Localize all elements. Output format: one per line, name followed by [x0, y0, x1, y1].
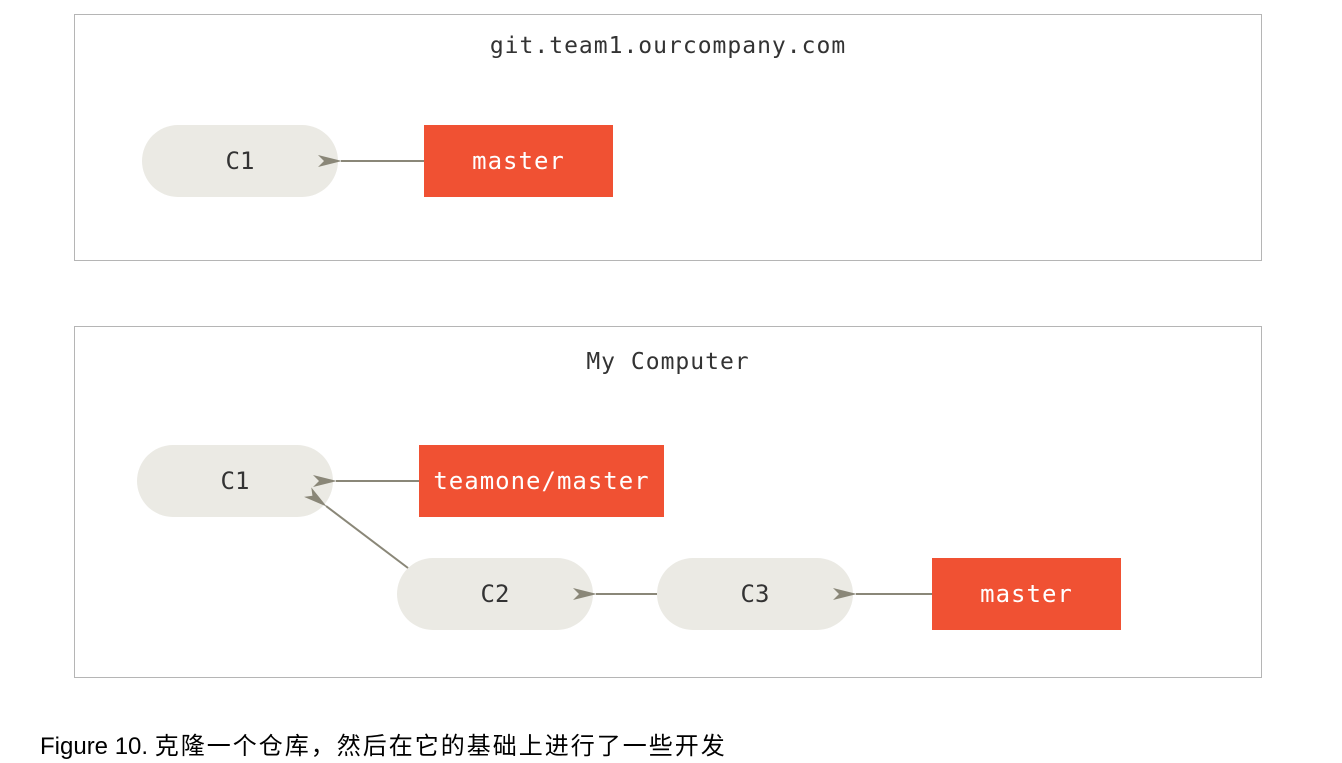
- server-branch-master: master: [424, 125, 613, 197]
- local-commit-c2: C2: [397, 558, 593, 630]
- server-commit-c1: C1: [142, 125, 338, 197]
- caption-prefix: Figure 10.: [40, 733, 155, 760]
- local-branch-master: master: [932, 558, 1121, 630]
- figure-caption: Figure 10. 克隆一个仓库，然后在它的基础上进行了一些开发: [40, 726, 727, 761]
- caption-text: 克隆一个仓库，然后在它的基础上进行了一些开发: [154, 732, 727, 760]
- local-branch-teamone-master: teamone/master: [419, 445, 664, 517]
- local-repo-title: My Computer: [586, 349, 750, 375]
- local-commit-c3: C3: [657, 558, 853, 630]
- server-repo-title: git.team1.ourcompany.com: [489, 33, 847, 59]
- local-commit-c1: C1: [137, 445, 333, 517]
